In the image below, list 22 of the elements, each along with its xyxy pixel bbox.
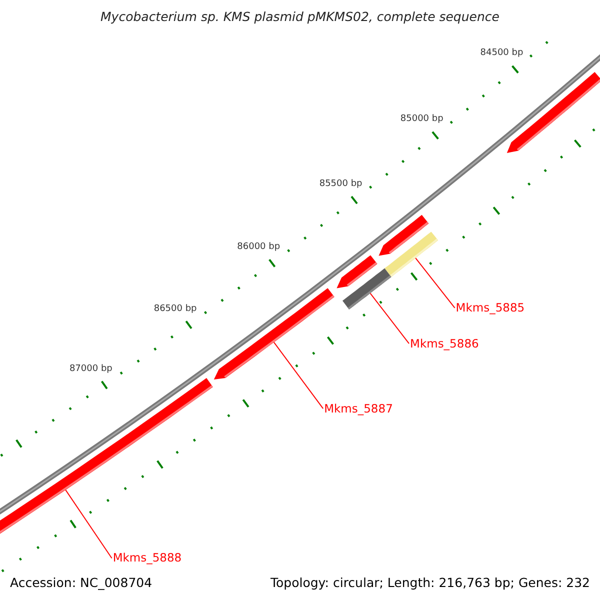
gene-label: Mkms_5886 [410,337,479,350]
gene-segment [342,268,392,310]
gene-segment [0,378,213,536]
footer-text: Topology: circular; Length: 216,763 bp; Genes: 232 [270,576,590,590]
gene-label: Mkms_5888 [112,552,182,565]
diagram-title: Mycobacterium sp. KMS plasmid pMKMS02, complete sequence [100,9,500,24]
scale-label: 85500 bp [319,180,362,190]
scale-label: 85000 bp [400,115,444,126]
scale-label: 86000 bp [237,243,280,254]
gene-segment [214,288,334,380]
footer-text: Accession: NC_008704 [10,576,152,590]
scale-label: 86500 bp [154,304,197,315]
leader-line [415,258,456,308]
leader-line [273,342,324,410]
leader-line [370,292,410,344]
leader-line [65,489,112,559]
scale-label: 84500 bp [480,49,524,60]
gene-label: Mkms_5885 [456,302,525,314]
gene-segment [384,232,438,277]
gene-segment [506,72,600,153]
gene-label: Mkms_5887 [324,402,393,415]
scale-label: 87000 bp [69,365,112,375]
